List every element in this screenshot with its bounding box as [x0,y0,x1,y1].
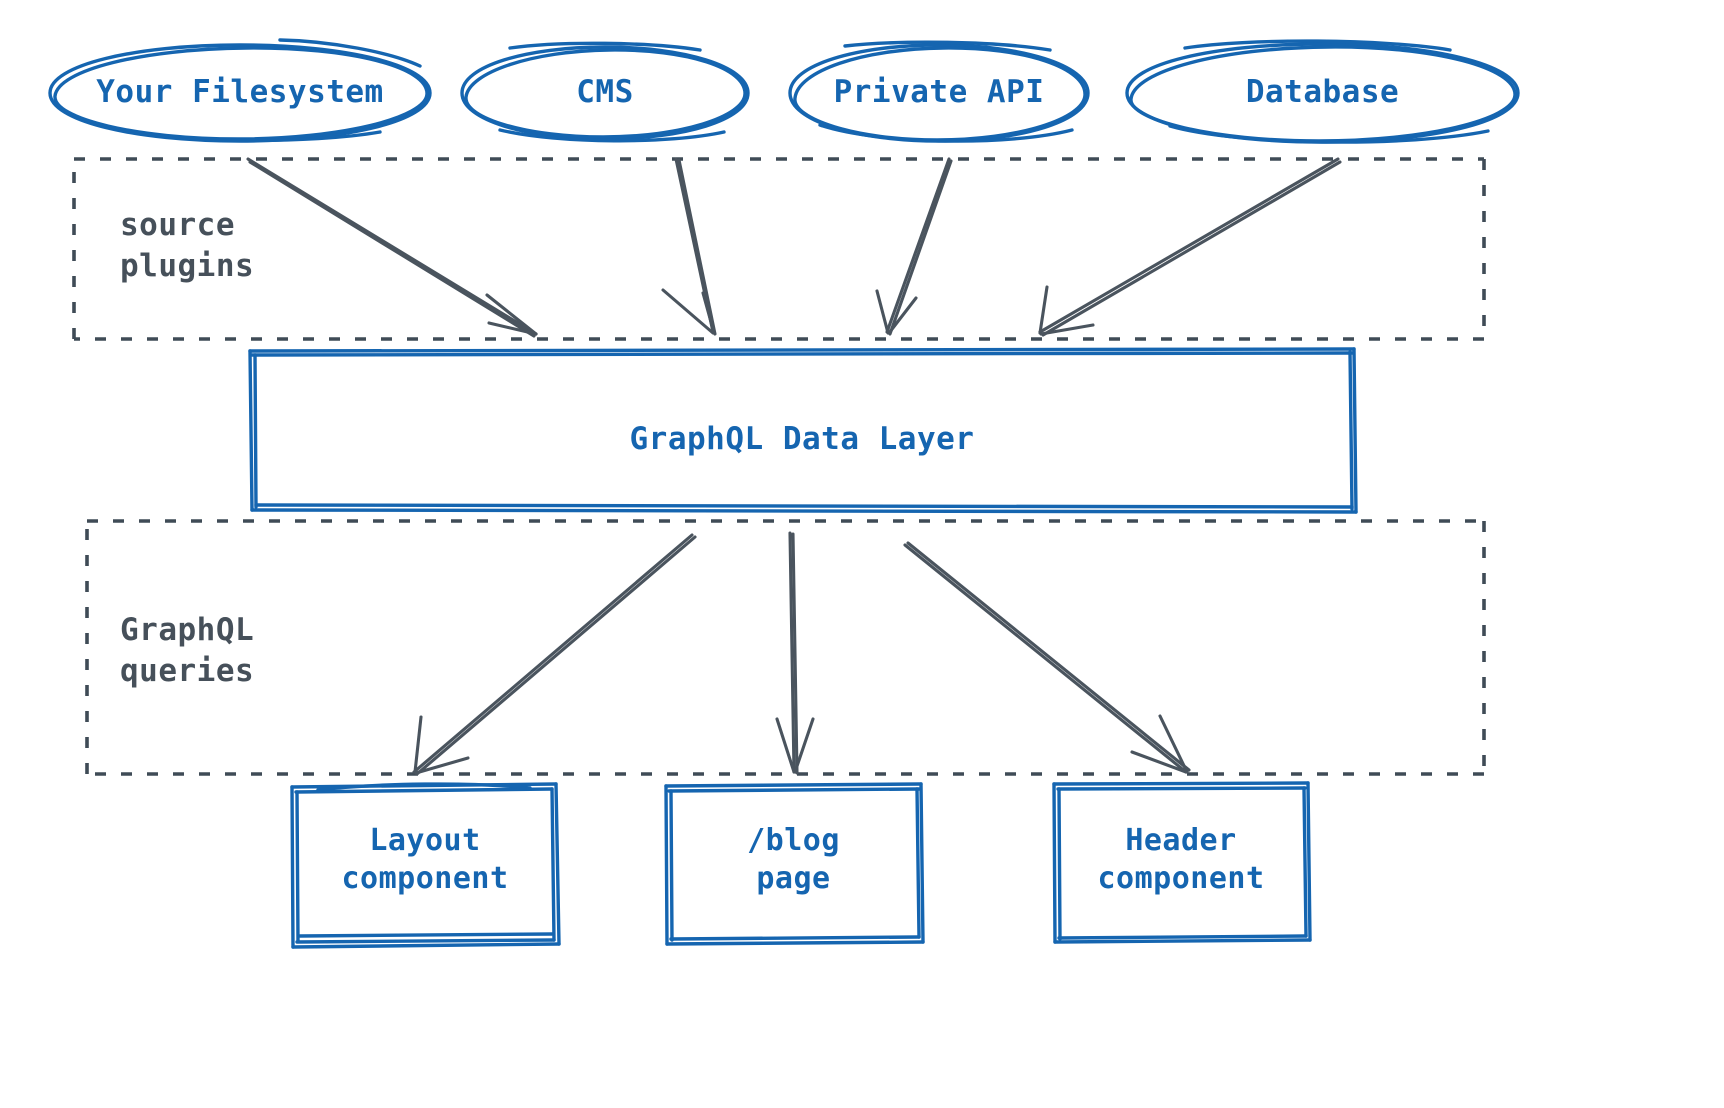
source-node-label: Your Filesystem [96,74,384,111]
consumer-node-layout-component[interactable]: Layout component [292,812,558,908]
consumer-node-label: Layout component [341,822,509,896]
consumer-node-label: Header component [1097,822,1265,896]
source-node-database[interactable]: Database [1127,68,1518,118]
source-node-label: Private API [833,74,1045,111]
group-label-source-plugins: source plugins [120,207,255,284]
center-node-label: GraphQL Data Layer [629,421,975,458]
group-box-graphql-queries [85,519,1486,776]
group-box-source-plugins [72,157,1486,341]
consumer-node-blog-page[interactable]: /blog page [666,812,921,908]
group-label-graphql-queries: GraphQL queries [120,612,255,689]
source-node-label: CMS [576,74,634,111]
consumer-node-label: /blog page [747,822,840,896]
center-node-graphql-data-layer[interactable]: GraphQL Data Layer [250,412,1354,468]
arrow-data-layer-to-header-component [903,541,1191,774]
arrow-data-layer-to-layout-component [412,533,697,776]
arrow-data-layer-to-blog-page [775,531,815,775]
arrow-cms-to-data-layer [661,157,717,336]
arrow-filesystem-to-data-layer [246,157,538,338]
source-node-private-api[interactable]: Private API [790,68,1088,118]
arrow-database-to-data-layer [1038,157,1342,337]
source-node-cms[interactable]: CMS [462,68,748,118]
arrow-privateapi-to-data-layer [875,157,953,336]
consumer-node-header-component[interactable]: Header component [1054,812,1308,908]
source-node-label: Database [1245,74,1400,111]
source-node-your-filesystem[interactable]: Your Filesystem [50,68,430,118]
